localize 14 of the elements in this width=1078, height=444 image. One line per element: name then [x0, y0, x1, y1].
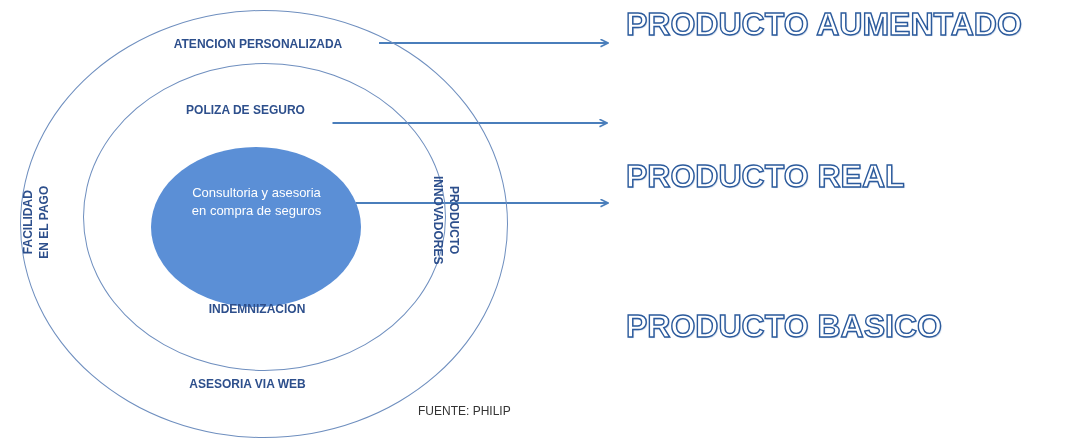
ring-label: PRODUCTO INNOVADORES	[429, 174, 462, 266]
core-label: Consultoria y asesoria en compra de seguros	[190, 183, 323, 221]
level-heading: PRODUCTO BASICO	[626, 308, 966, 350]
ring-label: FACILIDAD EN EL PAGO	[19, 184, 52, 261]
level-heading: PRODUCTO AUMENTADO	[626, 6, 1070, 48]
arrow	[354, 198, 609, 208]
arrow	[378, 38, 609, 48]
ring-label: ATENCION PERSONALIZADA	[139, 36, 377, 56]
level-heading: PRODUCTO REAL	[626, 158, 946, 200]
ring-label: ASESORIA VIA WEB	[188, 375, 307, 392]
arrow	[331, 118, 608, 128]
ring-label: POLIZA DE SEGURO	[160, 101, 331, 122]
ring-label: INDEMNIZACION	[207, 301, 307, 318]
source-note: FUENTE: PHILIP	[418, 404, 511, 418]
